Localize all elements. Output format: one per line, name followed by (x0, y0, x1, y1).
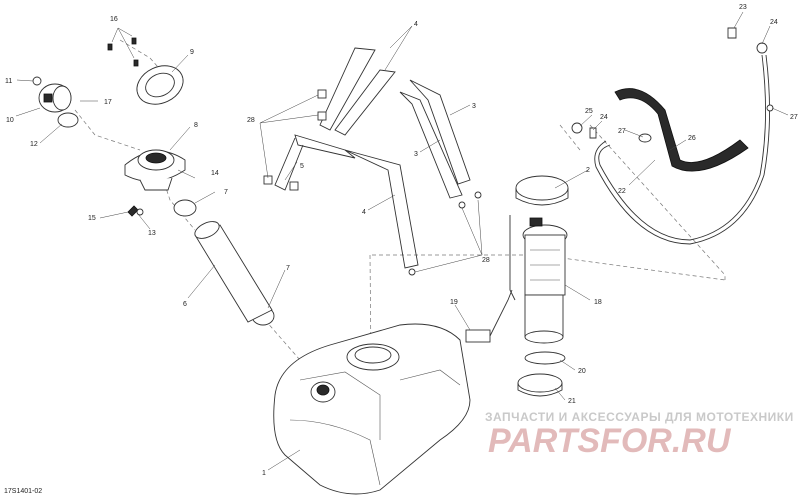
callout-19: 19 (450, 299, 458, 306)
callout-27: 27 (790, 114, 798, 121)
callout-25: 25 (585, 108, 593, 115)
vent-hoses (571, 27, 774, 245)
fuel-cap-10 (32, 76, 72, 113)
callout-8: 8 (194, 122, 198, 129)
callout-22: 22 (618, 188, 626, 195)
callout-7: 7 (224, 189, 228, 196)
callout-21: 21 (568, 398, 576, 405)
callout-23: 23 (739, 4, 747, 11)
callout-2: 2 (586, 167, 590, 174)
callout-3: 3 (414, 151, 418, 158)
callout-17: 17 (104, 99, 112, 106)
callout-28: 28 (482, 257, 490, 264)
clamp-7-upper (173, 199, 197, 217)
seal-20 (524, 351, 566, 365)
callout-28: 28 (247, 117, 255, 124)
leader-lines (15, 11, 789, 471)
callout-26: 26 (688, 135, 696, 142)
callout-4: 4 (414, 21, 418, 28)
fuel-tank-1 (273, 323, 471, 495)
seal-ring-12 (57, 112, 79, 128)
callout-15: 15 (88, 215, 96, 222)
callout-13: 13 (148, 230, 156, 237)
callout-9: 9 (190, 49, 194, 56)
callout-7: 7 (286, 265, 290, 272)
lock-ring-2 (515, 175, 569, 206)
diagram-code: 17S1401-02 (4, 488, 43, 495)
callout-20: 20 (578, 368, 586, 375)
callout-1: 1 (262, 470, 266, 477)
callout-10: 10 (6, 117, 14, 124)
filler-neck-8 (124, 149, 186, 191)
callout-5: 5 (300, 163, 304, 170)
filler-hose-6 (194, 221, 273, 323)
watermark-logo: PARTSFOR.RU (488, 422, 732, 460)
clip-13 (127, 205, 144, 217)
callout-6: 6 (183, 301, 187, 308)
fuel-pump-18 (509, 215, 568, 344)
callout-3: 3 (472, 103, 476, 110)
callout-27: 27 (618, 128, 626, 135)
callout-24: 24 (600, 114, 608, 121)
callout-11: 11 (5, 78, 12, 85)
gasket-9 (136, 65, 184, 105)
callout-16: 16 (110, 16, 118, 23)
callout-12: 12 (30, 141, 38, 148)
callout-24: 24 (770, 19, 778, 26)
callout-14: 14 (211, 170, 219, 177)
bolts-16 (107, 37, 139, 67)
watermark-logo-text: PARTSFOR.RU (488, 422, 732, 460)
fuel-sender-19 (465, 289, 513, 343)
ring-21 (517, 373, 563, 397)
callout-4: 4 (362, 209, 366, 216)
watermark-caption: ЗАПЧАСТИ И АКСЕССУАРЫ ДЛЯ МОТОТЕХНИКИ (485, 410, 794, 424)
callout-18: 18 (594, 299, 602, 306)
callouts: 1 2 3 3 4 4 5 6 7 7 8 9 10 11 12 13 14 1… (5, 4, 798, 477)
straps (263, 47, 482, 276)
